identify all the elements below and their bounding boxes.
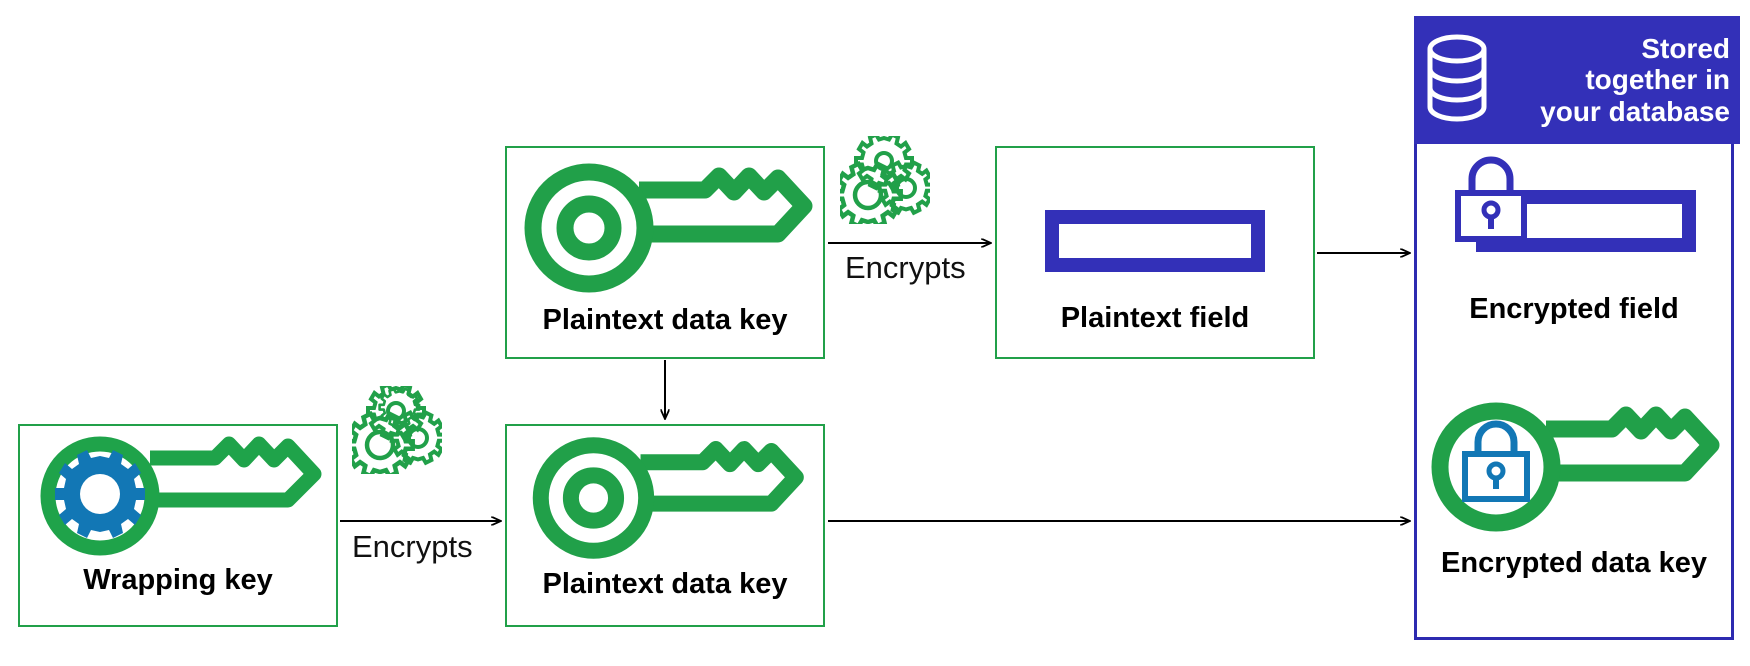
node-plaintext-field[interactable]: Plaintext field — [995, 146, 1315, 359]
lock-glyph — [1462, 420, 1530, 502]
node-wrapping-key[interactable]: Wrapping key — [18, 424, 338, 627]
key-with-gear-icon — [30, 434, 326, 563]
node-label-encrypted-field: Encrypted field — [1469, 293, 1679, 325]
node-label-wrapping-key: Wrapping key — [83, 564, 273, 596]
edge-label-encrypts-bottom: Encrypts — [352, 529, 473, 564]
lock-glyph — [1455, 156, 1527, 242]
key-icon — [517, 160, 813, 301]
edge-label-encrypts-top: Encrypts — [845, 250, 966, 285]
node-encrypted-field[interactable]: Encrypted field — [1417, 149, 1731, 324]
field-rectangle-with-lock-icon — [1449, 149, 1699, 272]
node-label-encrypted-data-key: Encrypted data key — [1441, 547, 1707, 579]
key-icon — [517, 434, 813, 567]
node-label-plaintext-data-key-top: Plaintext data key — [542, 304, 788, 336]
node-plaintext-data-key-bottom[interactable]: Plaintext data key — [505, 424, 825, 627]
node-label-plaintext-data-key-bottom: Plaintext data key — [542, 568, 788, 600]
database-cylinder-icon — [1424, 32, 1490, 129]
node-label-plaintext-field: Plaintext field — [1060, 301, 1250, 334]
gears-icon-encrypts-bottom — [345, 381, 447, 480]
node-plaintext-data-key-top[interactable]: Plaintext data key — [505, 146, 825, 359]
node-encrypted-data-key[interactable]: Encrypted data key — [1417, 397, 1731, 578]
key-with-lock-icon — [1424, 397, 1724, 542]
gears-icon-encrypts-top — [833, 131, 935, 230]
field-rectangle-icon — [1045, 209, 1265, 277]
